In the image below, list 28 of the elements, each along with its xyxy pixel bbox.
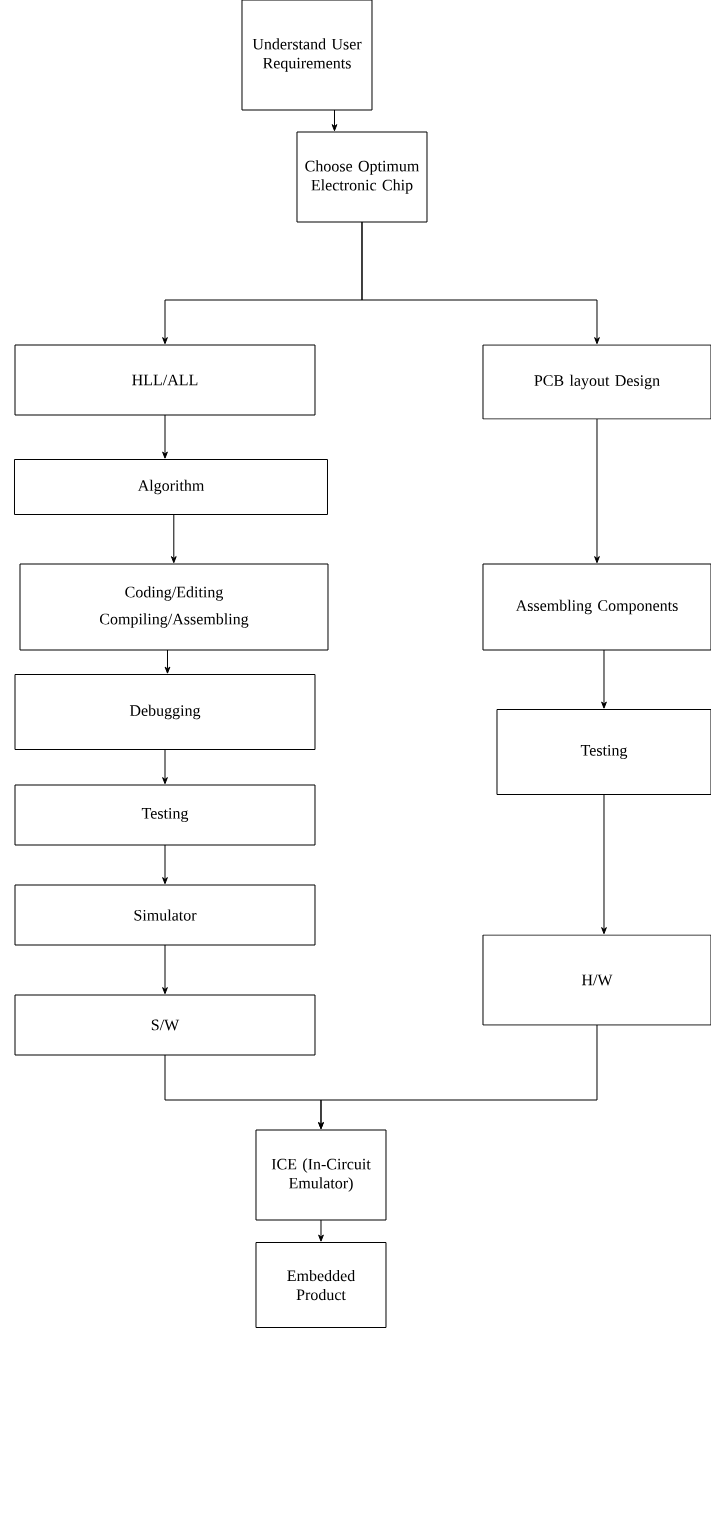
arrow [162,749,168,785]
process-box: Testing [14,784,316,846]
process-box: H/W [482,934,711,1026]
arrow [162,944,168,995]
process-box: Debugging [14,674,316,750]
process-box: Understand User Requirements [241,0,373,111]
arrow [331,109,338,132]
arrow [601,649,607,709]
process-box: Choose Optimum Electronic Chip [296,131,428,223]
arrow [170,514,177,564]
process-box: Algorithm [14,459,328,515]
process-box: Embedded Product [255,1242,387,1328]
process-box: S/W [14,994,316,1056]
process-box: ICE (In-Circuit Emulator) [255,1129,387,1221]
arrow [162,844,168,885]
arrow [361,221,600,345]
arrow [318,1219,324,1242]
arrow [318,1024,598,1130]
process-box: HLL/ALL [14,344,316,416]
arrow [601,794,607,935]
arrow [162,414,168,459]
arrow [594,418,600,564]
process-box: Simulator [14,884,316,946]
arrow [164,649,171,674]
process-box: PCB layout Design [482,344,711,420]
process-box: Coding/Editing Compiling/Assembling [19,563,329,651]
process-box: Assembling Components [482,563,711,651]
process-box: Testing [496,709,711,795]
